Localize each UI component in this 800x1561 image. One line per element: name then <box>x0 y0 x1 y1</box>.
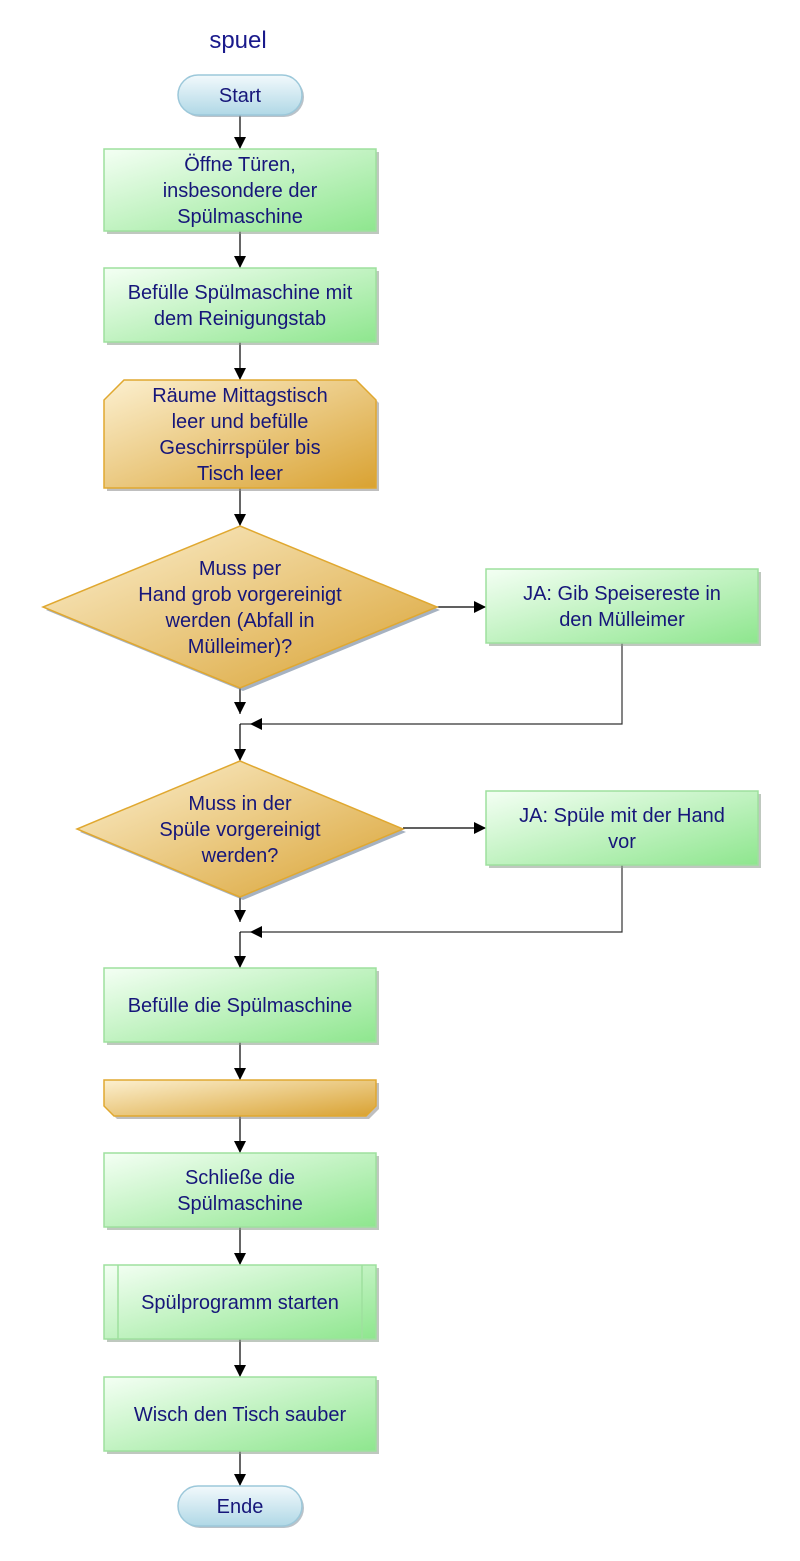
node-label-line: Start <box>219 85 262 107</box>
node-label-line: Befülle Spülmaschine mit <box>128 282 353 304</box>
node-label-line: Räume Mittagstisch <box>152 385 328 407</box>
decision-shape <box>41 525 439 689</box>
node-label-line: JA: Spüle mit der Hand <box>519 805 725 827</box>
node-start: Start <box>177 74 304 117</box>
process-shape <box>485 568 759 644</box>
arrowhead-down <box>234 137 246 149</box>
arrowhead-down <box>234 1253 246 1265</box>
arrowhead-down <box>234 749 246 761</box>
arrowhead-down <box>234 1141 246 1153</box>
node-loop-end <box>103 1079 379 1119</box>
node-label-line: Spülprogramm starten <box>141 1292 339 1314</box>
terminator-shape <box>177 74 303 116</box>
node-wipe-table: Wisch den Tisch sauber <box>103 1376 379 1454</box>
process-shape <box>103 267 377 343</box>
arrowhead-right <box>474 822 486 834</box>
node-label-line: Öffne Türen, <box>184 154 296 176</box>
node-label-line: Tisch leer <box>197 463 283 485</box>
node-label-line: den Mülleimer <box>559 609 685 631</box>
arrowhead-down <box>234 702 246 714</box>
process-shape <box>103 967 377 1043</box>
arrowhead-down <box>234 256 246 268</box>
node-label-line: Schließe die <box>185 1167 295 1189</box>
node-label-line: werden? <box>201 845 279 867</box>
arrowhead-down <box>234 514 246 526</box>
node-label-line: Mülleimer)? <box>188 636 292 658</box>
node-fill-tab: Befülle Spülmaschine mit dem Reinigungsta… <box>103 267 379 345</box>
subprocess-shape <box>103 1264 377 1340</box>
node-yes-1: JA: Gib Speisereste in den Mülleimer <box>485 568 761 646</box>
arrowhead-down <box>234 910 246 922</box>
node-label-line: Ende <box>217 1496 264 1518</box>
node-label-line: JA: Gib Speisereste in <box>523 583 721 605</box>
node-label-line: Spüle vorgereinigt <box>159 819 321 841</box>
node-loop-start: Räume Mittagstisch leer und befülleGeschi… <box>103 379 379 491</box>
arrowhead-right <box>474 601 486 613</box>
arrowhead-down <box>234 1068 246 1080</box>
arrowhead-down <box>234 956 246 968</box>
node-label-line: Muss per <box>199 558 282 580</box>
node-fill-machine: Befülle die Spülmaschine <box>103 967 379 1045</box>
arrowhead-left <box>250 926 262 938</box>
terminator-shape <box>177 1485 303 1527</box>
arrowhead-down <box>234 368 246 380</box>
node-label-line: Muss in der <box>188 793 292 815</box>
node-yes-2: JA: Spüle mit der Hand vor <box>485 790 761 868</box>
node-start-program: Spülprogramm starten <box>103 1264 379 1342</box>
node-end: Ende <box>177 1485 304 1528</box>
arrowhead-down <box>234 1474 246 1486</box>
node-label-line: Wisch den Tisch sauber <box>134 1404 347 1426</box>
arrowhead-left <box>250 718 262 730</box>
node-label-line: Spülmaschine <box>177 206 303 228</box>
decision-shape <box>75 760 405 898</box>
node-label-line: Geschirrspüler bis <box>159 437 320 459</box>
process-shape <box>103 148 377 232</box>
node-label-line: Hand grob vorgereinigt <box>138 584 342 606</box>
process-shape <box>103 1152 377 1228</box>
process-shape <box>103 1376 377 1452</box>
node-label-line: Spülmaschine <box>177 1193 303 1215</box>
node-label-line: vor <box>608 831 636 853</box>
loop-end-shape <box>103 1079 377 1117</box>
node-label-line: dem Reinigungstab <box>154 308 326 330</box>
process-shape <box>485 790 759 866</box>
connector <box>240 865 623 933</box>
connector <box>240 643 623 725</box>
diagram-title: spuel <box>209 27 266 54</box>
node-label-line: werden (Abfall in <box>165 610 315 632</box>
node-label-line: leer und befülle <box>172 411 309 433</box>
loop-begin-shape <box>103 379 377 489</box>
node-label-line: insbesondere der <box>163 180 318 202</box>
node-label-line: Befülle die Spülmaschine <box>128 995 353 1017</box>
arrowhead-down <box>234 1365 246 1377</box>
